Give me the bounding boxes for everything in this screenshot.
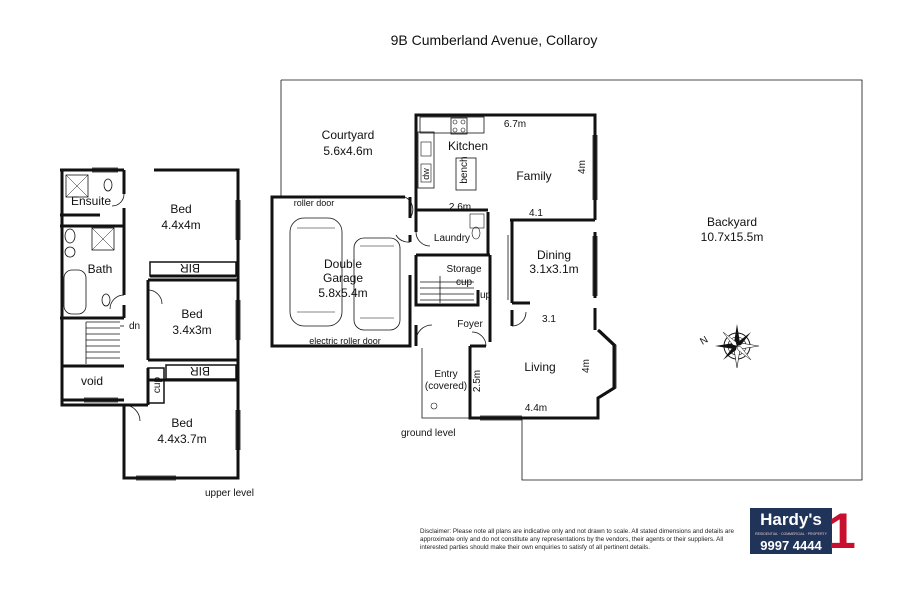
ground-level-label: ground level [401,428,455,439]
backyard-boundary [281,79,863,481]
dw-label: dw [421,168,431,180]
ground-level-plan [270,113,617,421]
agency-phone: 9997 4444 [760,538,822,553]
entry-boundary [421,348,470,419]
compass-icon [715,324,760,369]
courtyard-size: 5.6x4.6m [323,144,372,158]
dining-size: 3.1x3.1m [529,262,578,276]
bed2-label: Bed [181,307,202,321]
entry-label: Entry [434,369,457,380]
bir2-label: BIR [190,364,210,378]
agency-badge: 1 [828,503,856,559]
dim-2-5m: 2.5m [472,370,483,392]
void-label: void [81,374,103,388]
dim-6-7m: 6.7m [504,119,526,130]
garage-label-1: Double [324,257,362,271]
backyard-label: Backyard [707,215,757,229]
kitchen-label: Kitchen [448,139,488,153]
cup-label: cup [152,377,163,394]
dim-4-4m: 4.4m [525,403,547,414]
foyer-label: Foyer [457,319,483,330]
ensuite-label: Ensuite [71,194,111,208]
bed1-label: Bed [170,202,191,216]
upper-level-plan [60,167,241,481]
up-label: up [480,290,492,301]
dim-4m-living: 4m [581,359,592,373]
bed3-label: Bed [171,416,192,430]
dn-label: dn [129,321,140,332]
agency-tagline: RESIDENTIAL · COMMERCIAL · PROPERTY [755,532,827,536]
disclaimer-text: Disclaimer: Please note all plans are in… [420,528,734,552]
upper-level-label: upper level [205,488,254,499]
dim-3-1: 3.1 [542,314,556,325]
bed2-size: 3.4x3m [172,323,211,337]
dim-4-1: 4.1 [529,208,543,219]
dim-4m-family: 4m [577,160,588,174]
logo-background [750,508,832,554]
storage-label: Storage [446,264,481,275]
family-label: Family [516,169,551,183]
backyard-size: 10.7x15.5m [701,230,764,244]
agency-name: Hardy's [760,510,822,529]
roller-door-label: roller door [294,198,335,208]
garage-label-2: Garage [323,271,363,285]
bath-label: Bath [88,262,113,276]
compass-north-label: N [698,334,710,347]
agency-logo: Hardy's RESIDENTIAL · COMMERCIAL · PROPE… [750,503,856,559]
bed3-size: 4.4x3.7m [157,432,206,446]
dim-2-6m: 2.6m [449,202,471,213]
electric-roller-door-label: electric roller door [309,336,381,346]
living-label: Living [524,360,555,374]
bench-label: bench [459,156,470,183]
bed1-size: 4.4x4m [161,218,200,232]
courtyard-label: Courtyard [322,128,375,142]
laundry-label: Laundry [434,233,470,244]
storage-cup-label: cup [456,277,473,288]
bir1-label: BIR [180,261,200,275]
plan-title: 9B Cumberland Avenue, Collaroy [391,32,598,48]
garage-size: 5.8x5.4m [318,286,367,300]
entry-covered-label: (covered) [425,381,467,392]
dining-label: Dining [537,248,571,262]
